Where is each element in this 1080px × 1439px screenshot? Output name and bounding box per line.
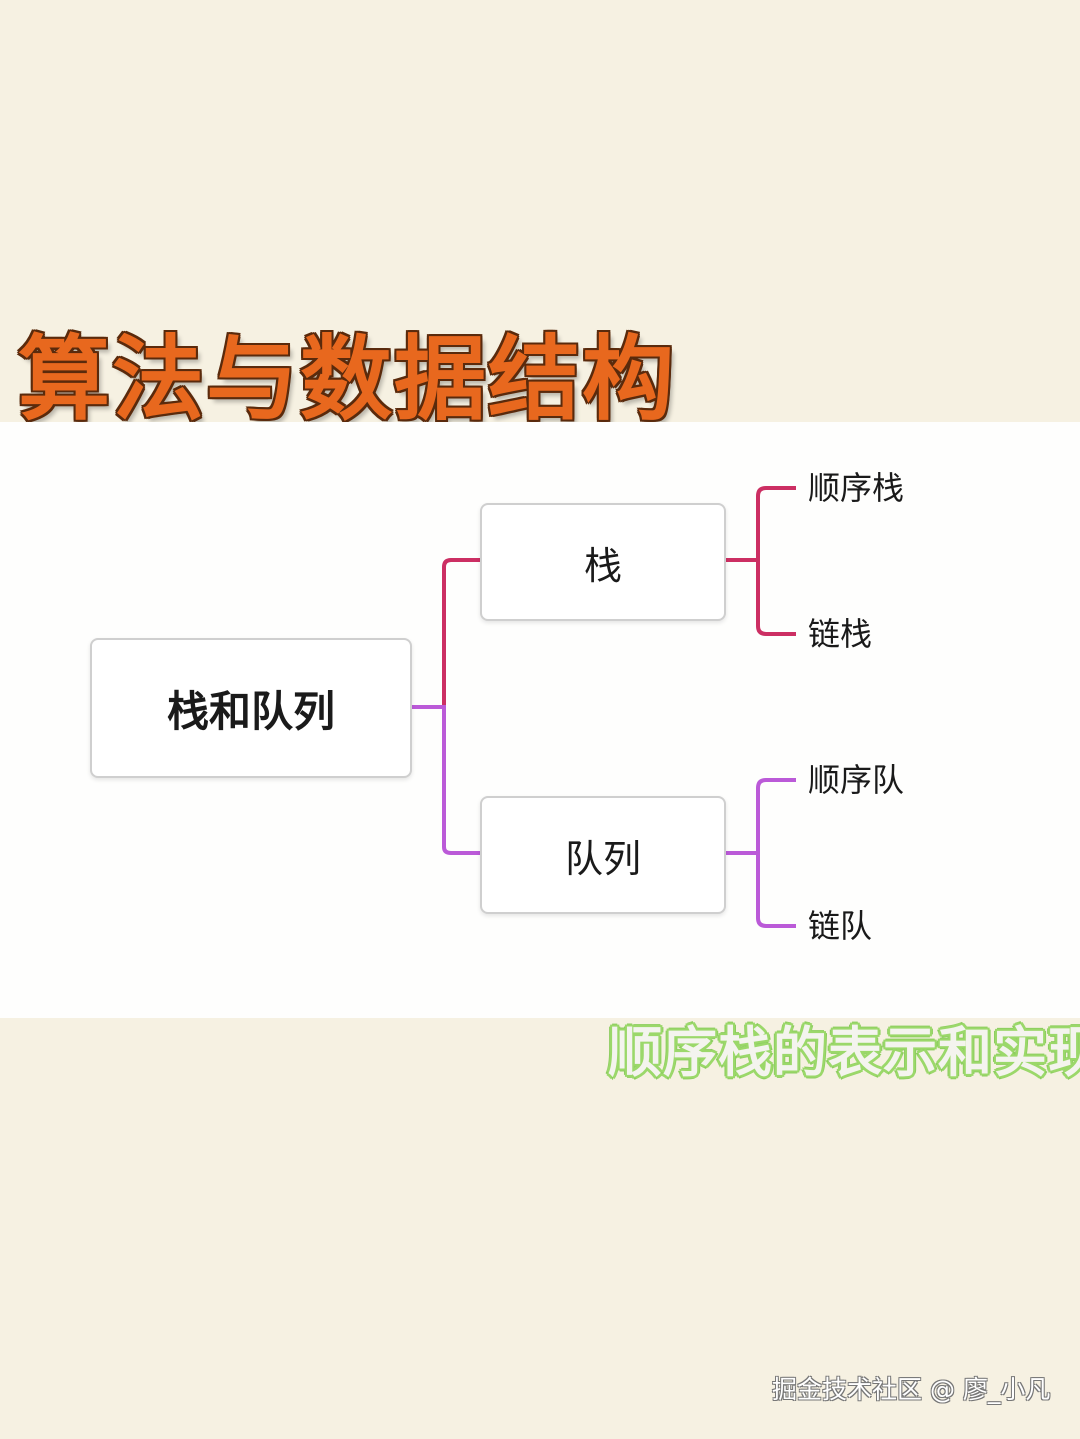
queue-node: 队列	[480, 796, 726, 914]
page-title: 算法与数据结构	[18, 326, 677, 433]
watermark: 掘金技术社区 @ 廖_小凡	[772, 1375, 1051, 1404]
leaf-linked-queue: 链队	[808, 907, 873, 945]
root-node: 栈和队列	[90, 638, 412, 778]
leaf-linked-stack: 链栈	[808, 615, 873, 653]
stack-node: 栈	[480, 503, 726, 621]
connector-lines	[410, 486, 796, 928]
subtitle: 顺序栈的表示和实现	[608, 1021, 1080, 1084]
connector-root-queue	[410, 705, 480, 855]
mindmap-diagram: 栈和队列 栈 队列 顺序栈 链栈 顺序队 链队	[0, 422, 1080, 1018]
leaf-sequential-stack: 顺序栈	[808, 469, 905, 507]
connector-queue-leaves	[722, 778, 796, 928]
connector-root-stack	[410, 558, 480, 709]
leaf-sequential-queue: 顺序队	[808, 761, 905, 799]
connector-stack-leaves	[722, 486, 796, 636]
